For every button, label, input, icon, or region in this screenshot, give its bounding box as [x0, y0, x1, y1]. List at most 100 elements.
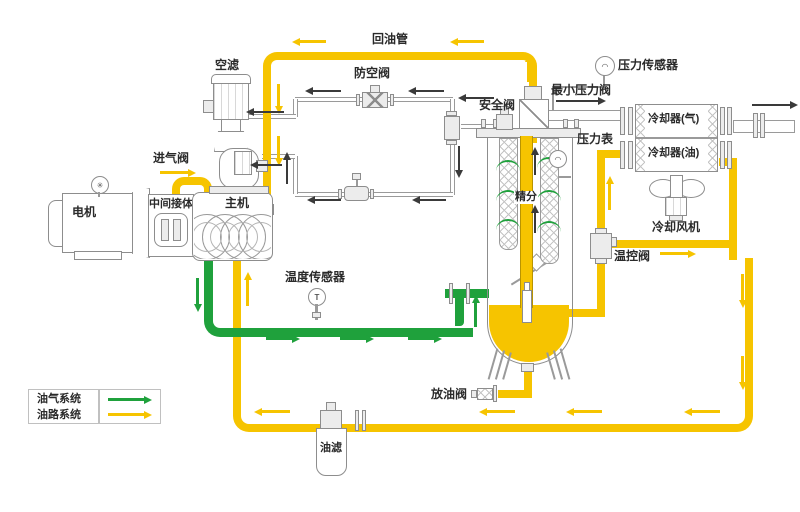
temp-sensor-base — [312, 312, 321, 318]
separator-arc — [537, 190, 561, 201]
fan-hub — [670, 175, 683, 198]
cooler-flange — [628, 141, 633, 169]
control-tee-body — [444, 116, 460, 140]
drain-h — [498, 390, 528, 398]
regulator-body — [344, 186, 369, 201]
coupling-outer — [154, 213, 188, 247]
control-tee-top-flange — [446, 111, 457, 116]
fan-base — [669, 215, 683, 221]
regulator-flange-r — [370, 189, 374, 199]
return-oil-pipe-label: 回油管 — [372, 32, 409, 46]
fine-separator-label: 精分 — [514, 191, 538, 204]
separator-arc — [496, 160, 520, 171]
oil-level-gauge-cap — [524, 282, 530, 291]
flow-arrow — [487, 410, 515, 413]
cooler-flange — [720, 141, 725, 169]
oil-drain-valve-label: 放油阀 — [431, 387, 468, 401]
pressure-sensor-label: 压力传感器 — [618, 58, 679, 72]
flow-arrow — [574, 410, 602, 413]
cooler-air-label: 冷却器(气) — [648, 113, 700, 125]
flow-arrow — [556, 100, 598, 102]
flow-arrow — [160, 171, 188, 174]
cooler-flange — [620, 141, 625, 169]
flow-arrow — [741, 356, 744, 382]
flow-arrow — [340, 337, 366, 340]
cooler-outlet-flange2 — [760, 113, 765, 138]
flow-arrow — [527, 62, 530, 82]
control-line-bottom — [295, 192, 453, 197]
intake-elbow — [172, 177, 212, 204]
flow-arrow — [277, 84, 280, 106]
cooler-oil-label: 冷却器(油) — [648, 147, 700, 159]
tank-oil-out-h — [569, 309, 603, 317]
motor-label: 电机 — [72, 205, 97, 219]
safety-valve-body — [496, 114, 513, 130]
control-tee-bottom-flange — [446, 140, 457, 145]
legend-oil-line-arrow — [108, 413, 144, 416]
flow-arrow — [692, 410, 720, 413]
plate-bolt-4 — [574, 119, 579, 128]
scavenge-pipe — [520, 136, 533, 308]
drain-valve-cap — [471, 390, 477, 398]
oil-filter-canister — [316, 428, 347, 476]
tcv-body — [590, 233, 612, 259]
separator-arc — [496, 190, 520, 201]
flow-arrow — [313, 90, 341, 92]
oil-level-gauge — [522, 290, 532, 323]
oil-gas-loop — [204, 258, 473, 337]
min-press-outlet-pipe — [546, 110, 624, 121]
drain-valve-flange — [493, 385, 497, 402]
flow-arrow — [458, 146, 460, 170]
flow-arrow — [286, 160, 288, 184]
intermediate-body-label: 中间接体 — [149, 198, 193, 210]
coupling-bar1 — [161, 219, 169, 241]
separator-arc — [537, 221, 561, 232]
cooler-flange — [620, 107, 625, 135]
flow-arrow — [266, 337, 292, 340]
control-line-left-rise — [293, 156, 298, 194]
oil-filter-flange — [355, 410, 359, 431]
regulator-stem — [352, 173, 361, 180]
safety-valve-label: 安全阀 — [479, 98, 516, 112]
separator-arc — [496, 219, 520, 230]
flow-arrow — [420, 199, 446, 201]
cooler-flange — [628, 107, 633, 135]
min-press-valve-cap — [524, 86, 542, 100]
regulator-stem-line — [356, 180, 358, 187]
oil-injection-loop — [233, 258, 753, 432]
temp-control-valve-label: 温控阀 — [614, 249, 651, 263]
drain-valve-body — [477, 388, 493, 400]
legend-oil-gas-arrow — [108, 398, 144, 401]
coupling-bar2 — [173, 219, 181, 241]
cooling-fan-label: 冷却风机 — [652, 220, 701, 234]
tank-inlet-flange2 — [466, 283, 470, 304]
blowoff-flange-r — [390, 94, 394, 106]
cooler-flange — [727, 141, 732, 169]
cooler-outlet-flange — [753, 113, 758, 138]
oil-gas-riser — [455, 294, 464, 326]
min-press-valve-body — [519, 99, 549, 129]
cooler-flange — [727, 107, 732, 135]
blowoff-line-left-drop — [293, 99, 298, 117]
air-filter-neck — [221, 119, 241, 132]
airend-label: 主机 — [225, 196, 250, 210]
sensor-tap-v1 — [603, 74, 605, 87]
flow-arrow — [416, 90, 444, 92]
motor-fan-icon: ✳ — [91, 176, 109, 194]
flow-arrow — [315, 199, 341, 201]
flow-arrow — [741, 274, 744, 300]
flow-arrow — [752, 104, 790, 106]
flow-arrow — [277, 136, 280, 158]
sensor-tap-v2 — [552, 88, 554, 111]
air-filter-label: 空滤 — [215, 58, 240, 72]
blowoff-valve-label: 防空阀 — [354, 66, 391, 80]
legend-oil-gas-label: 油气系统 — [37, 393, 81, 405]
motor-base — [74, 251, 122, 260]
flow-arrow — [474, 303, 477, 327]
airend-screws — [194, 214, 271, 259]
blowoff-valve-body — [362, 92, 388, 108]
tank-inlet-flange — [449, 283, 453, 304]
fan-motor — [665, 197, 687, 216]
flow-arrow — [660, 252, 688, 255]
flow-arrow — [408, 337, 434, 340]
